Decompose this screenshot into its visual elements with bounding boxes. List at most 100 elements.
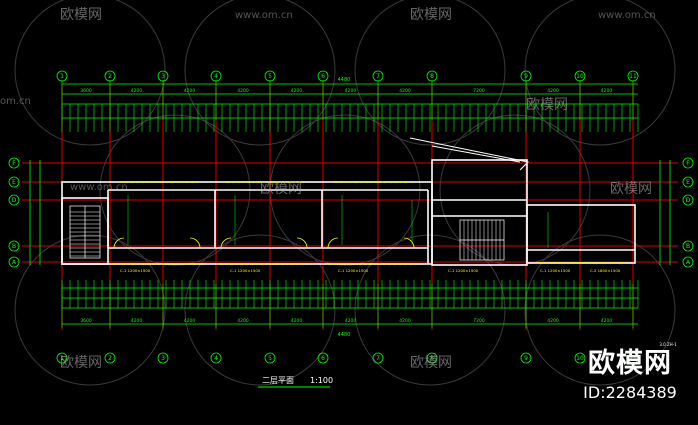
window-label: C-1 1200×1500	[540, 268, 571, 273]
watermark-logo: 欧模网 ID:2284389	[570, 350, 690, 402]
svg-text:5: 5	[268, 73, 272, 80]
axis-bubble-left-D: D	[8, 194, 20, 206]
total-dimension-top: 4480	[338, 77, 351, 83]
axis-bubble-right-A: A	[682, 256, 694, 268]
svg-text:1: 1	[60, 355, 64, 362]
dimension-ticks-top	[61, 80, 639, 132]
axis-bubbles-right: F E D B A	[682, 157, 694, 268]
svg-text:7: 7	[376, 355, 380, 362]
drawing-title-block: 二层平面 1:100	[258, 376, 333, 388]
span-label-top: 4200	[237, 88, 249, 94]
svg-text:9: 9	[524, 355, 528, 362]
axis-bubble-top-5: 5	[264, 70, 276, 82]
axis-bubble-top-2: 2	[104, 70, 116, 82]
axis-bubble-right-E: E	[682, 176, 694, 188]
axis-bubble-top-7: 7	[372, 70, 384, 82]
svg-text:B: B	[686, 243, 690, 250]
svg-text:E: E	[12, 179, 16, 186]
axis-bubble-right-B: B	[682, 240, 694, 252]
svg-text:A: A	[12, 259, 17, 266]
svg-text:3: 3	[161, 73, 165, 80]
svg-text:F: F	[12, 160, 16, 167]
axis-bubble-bottom-10: 10	[574, 352, 586, 364]
span-label-bottom: 4200	[291, 318, 303, 324]
span-label-bottom: 4200	[399, 318, 411, 324]
watermark-logo-id: ID:2284389	[583, 383, 677, 402]
span-label-top: 3600	[80, 88, 92, 94]
watermark-brand-3: 欧模网	[526, 97, 568, 113]
axis-bubble-top-1: 1	[56, 70, 68, 82]
svg-text:F: F	[686, 160, 690, 167]
dimension-lines-side	[29, 160, 671, 265]
svg-text:A: A	[686, 259, 691, 266]
watermark-site-1: www.om.cn	[235, 10, 293, 21]
window-label: C-2 1800×1500	[590, 268, 621, 273]
walls	[61, 159, 636, 266]
span-label-bottom: 4200	[184, 318, 196, 324]
svg-text:7: 7	[376, 73, 380, 80]
span-label-top: 4200	[547, 88, 559, 94]
room-details	[127, 195, 549, 248]
axis-bubble-right-F: F	[682, 157, 694, 169]
span-label-top: 7200	[473, 88, 485, 94]
span-label-top: 4200	[345, 88, 357, 94]
watermark-brand-1: 欧模网	[60, 7, 102, 23]
axis-bubble-bottom-11: 11	[627, 352, 639, 364]
axis-bubble-top-8: 8	[426, 70, 438, 82]
drawing-scale: 1:100	[310, 376, 333, 385]
axis-bubble-top-11: 11	[627, 70, 639, 82]
svg-text:E: E	[686, 179, 690, 186]
right-note: 3.0 ZH-1	[659, 342, 677, 347]
axis-bubble-left-A: A	[8, 256, 20, 268]
svg-text:11: 11	[629, 73, 637, 80]
span-label-top: 4200	[131, 88, 143, 94]
stair-steps-middle	[463, 220, 501, 260]
canopy-outline	[409, 137, 530, 171]
watermark-brand-5: 欧模网	[610, 181, 652, 197]
svg-text:3: 3	[161, 355, 165, 362]
span-label-bottom: 4200	[237, 318, 249, 324]
axis-bubble-bottom-6: 6	[317, 352, 329, 364]
svg-text:8: 8	[430, 355, 434, 362]
watermark-brand-6: 欧模网	[60, 355, 102, 371]
span-label-top: 4200	[601, 88, 613, 94]
span-label-bottom: 4200	[601, 318, 613, 324]
svg-text:10: 10	[576, 355, 584, 362]
span-label-bottom: 4200	[547, 318, 559, 324]
span-label-top: 4200	[291, 88, 303, 94]
svg-text:D: D	[686, 197, 691, 204]
watermark-site-3: om.cn	[0, 96, 31, 107]
svg-text:11: 11	[629, 355, 637, 362]
svg-text:2: 2	[108, 355, 112, 362]
axis-bubble-top-10: 10	[574, 70, 586, 82]
stair-steps-left	[70, 211, 100, 257]
span-label-top: 4200	[399, 88, 411, 94]
axis-grid-vertical	[61, 84, 634, 330]
watermark-logo-brand: 欧模网	[588, 348, 672, 379]
watermark-brand-4: 欧模网	[260, 181, 302, 197]
axis-bubble-top-9: 9	[520, 70, 532, 82]
doors	[113, 237, 415, 249]
svg-text:4: 4	[214, 355, 218, 362]
axis-bubble-bottom-4: 4	[210, 352, 222, 364]
axis-bubble-bottom-8: 8	[426, 352, 438, 364]
svg-text:9: 9	[524, 73, 528, 80]
svg-text:2: 2	[108, 73, 112, 80]
axis-bubble-left-F: F	[8, 157, 20, 169]
svg-text:10: 10	[576, 73, 584, 80]
svg-text:1: 1	[60, 73, 64, 80]
axis-bubble-bottom-9: 9	[520, 352, 532, 364]
window-label: C-1 1200×1500	[120, 268, 151, 273]
span-label-bottom: 4200	[345, 318, 357, 324]
span-label-bottom: 3600	[80, 318, 92, 324]
axis-bubble-bottom-2: 2	[104, 352, 116, 364]
window-label: C-1 1200×1500	[338, 268, 369, 273]
axis-bubble-top-6: 6	[317, 70, 329, 82]
watermark-site-2: www.om.cn	[598, 10, 656, 21]
axis-bubble-top-3: 3	[157, 70, 169, 82]
